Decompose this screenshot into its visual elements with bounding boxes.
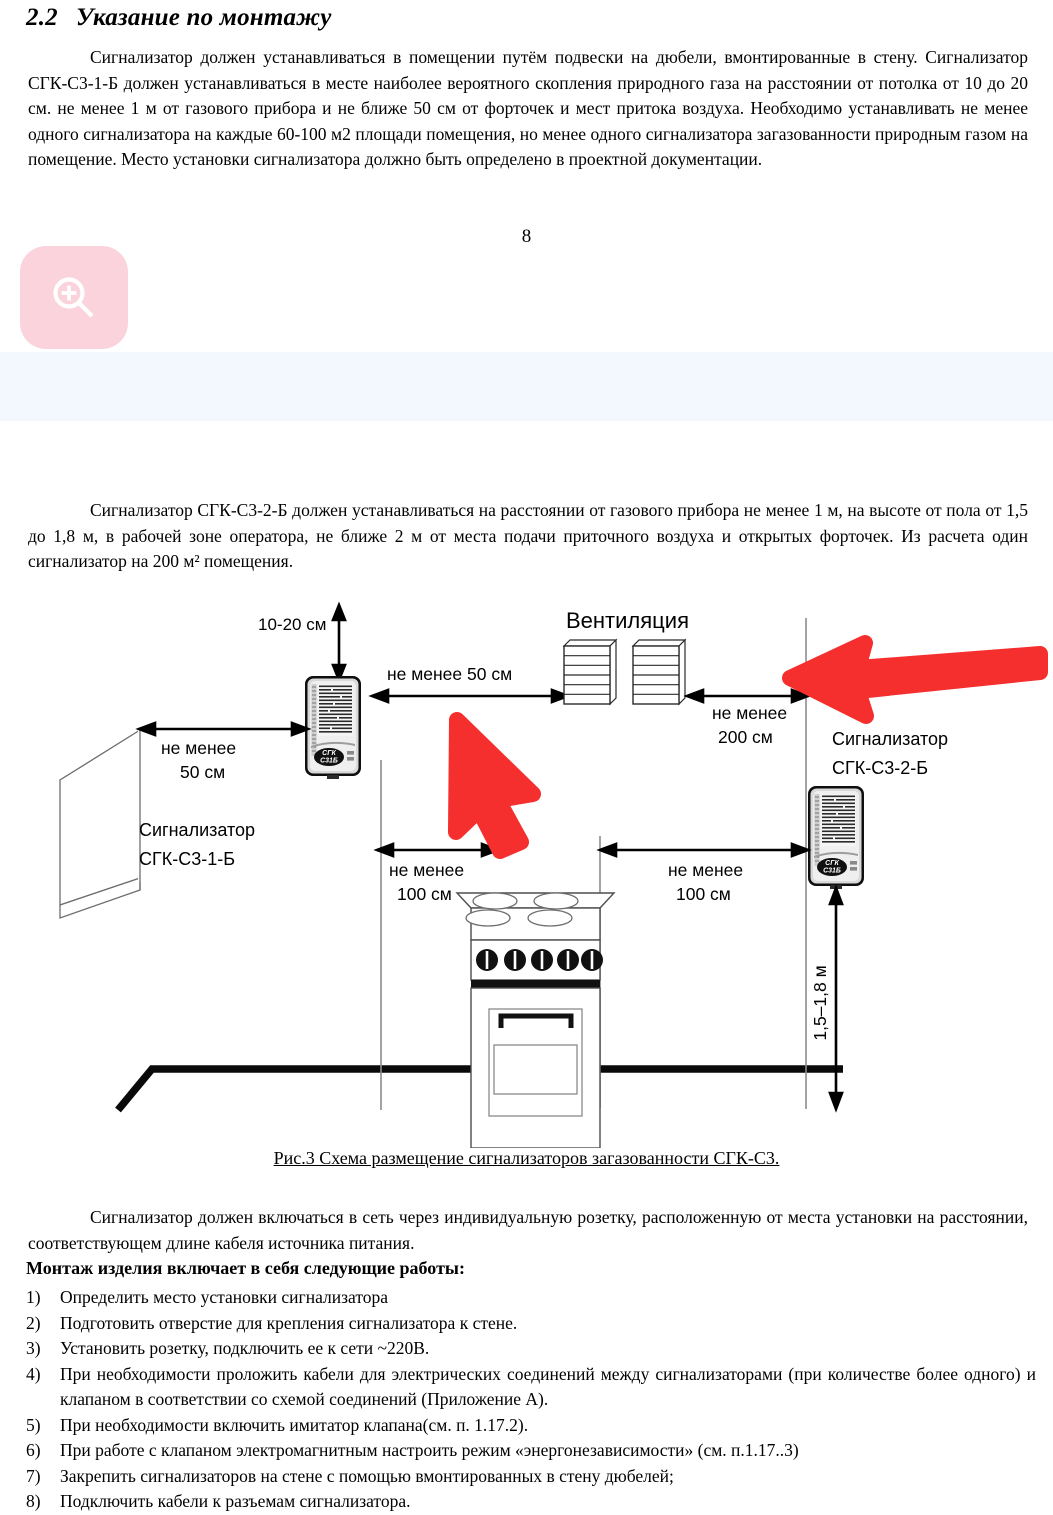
- list-item: 2) Подготовить отверстие для крепления с…: [26, 1311, 1036, 1337]
- zoom-in-button[interactable]: [20, 246, 128, 349]
- figure-placement-diagram: СГК С31Б: [0, 588, 1053, 1148]
- section-title-text: Указание по монтажу: [76, 4, 332, 31]
- paragraph-device2-placement: Сигнализатор СГК-С3-2-Б должен устанавли…: [28, 500, 1028, 571]
- list-item-text: Установить розетку, подключить ее к сети…: [60, 1338, 430, 1358]
- label-vent-to-wall-line1: не менее: [712, 703, 787, 723]
- magnifier-plus-icon: [48, 272, 100, 324]
- label-stove-right-line2: 100 см: [676, 884, 731, 904]
- label-floor-height: 1,5–1,8 м: [810, 965, 830, 1040]
- label-stove-right-line1: не менее: [668, 860, 743, 880]
- wall-window-panel: [59, 728, 143, 919]
- label-window-to-device1-line2: 50 см: [180, 762, 225, 782]
- list-item-marker: 4): [26, 1363, 41, 1384]
- list-item: 5) При необходимости включить имитатор к…: [26, 1413, 1036, 1439]
- list-item-marker: 6): [26, 1440, 41, 1460]
- ventilation-grille-left: [563, 639, 617, 705]
- list-item-text: При работе с клапаном электромагнитным н…: [60, 1440, 799, 1460]
- installation-steps-list: 1) Определить место установки сигнализат…: [26, 1285, 1036, 1515]
- dim-ceiling-gap: [331, 601, 347, 684]
- pointer-arrow-right-wall: [782, 635, 1048, 724]
- paragraph-installation-instructions: Сигнализатор должен устанавливаться в по…: [28, 47, 1028, 169]
- figure-caption-text: Рис.3 Схема размещение сигнализаторов за…: [273, 1148, 780, 1168]
- figure-caption: Рис.3 Схема размещение сигнализаторов за…: [0, 1148, 1053, 1169]
- label-device1-to-vent: не менее 50 см: [387, 664, 512, 684]
- dim-floor-height: [828, 884, 844, 1113]
- dim-device1-to-vent: [368, 688, 572, 704]
- list-item-text: Закрепить сигнализаторов на стене с помо…: [60, 1465, 674, 1486]
- list-item-marker: 2): [26, 1312, 41, 1333]
- list-item: 3) Установить розетку, подключить ее к с…: [26, 1336, 1036, 1362]
- section-number: 2.2: [26, 4, 58, 31]
- label-device1-name-line2: СГК-С3-1-Б: [139, 849, 235, 869]
- highlight-banner: [0, 352, 1053, 421]
- page-number: 8: [521, 226, 532, 247]
- list-item-marker: 3): [26, 1338, 41, 1358]
- list-item-marker: 5): [26, 1414, 41, 1435]
- label-vent-to-wall-line2: 200 см: [718, 727, 773, 747]
- detector-sgk-s3-1-b: [304, 675, 362, 780]
- label-device2-name-line1: Сигнализатор: [832, 729, 948, 749]
- gas-stove: [455, 892, 616, 1148]
- list-item-marker: 8): [26, 1491, 41, 1511]
- list-item: 8) Подключить кабели к разъемам сигнализ…: [26, 1489, 1036, 1515]
- list-item: 4) При необходимости проложить кабели дл…: [26, 1362, 1036, 1413]
- list-item-text: Определить место установки сигнализатора: [60, 1287, 389, 1307]
- ventilation-grille-right: [632, 639, 686, 705]
- list-heading: Монтаж изделия включает в себя следующие…: [26, 1258, 465, 1278]
- label-stove-left-line2: 100 см: [397, 884, 452, 904]
- list-item-marker: 7): [26, 1465, 41, 1486]
- pointer-arrow-left-device: [448, 712, 541, 859]
- paragraph-socket-requirement: Сигнализатор должен включаться в сеть че…: [28, 1207, 1028, 1253]
- detector-sgk-s3-2-b: [807, 785, 865, 890]
- list-item: 6) При работе с клапаном электромагнитны…: [26, 1438, 1036, 1464]
- dim-vent-to-wall: [683, 688, 812, 704]
- section-heading: 2.2 Указание по монтажу: [26, 4, 1026, 32]
- list-item-text: При необходимости включить имитатор клап…: [60, 1414, 529, 1435]
- label-window-to-device1-line1: не менее: [161, 738, 236, 758]
- list-item: 1) Определить место установки сигнализат…: [26, 1285, 1036, 1311]
- list-item-marker: 1): [26, 1287, 41, 1307]
- list-item: 7) Закрепить сигнализаторов на стене с п…: [26, 1464, 1036, 1490]
- label-ceiling-gap: 10-20 см: [258, 615, 326, 634]
- label-device2-name-line2: СГК-С3-2-Б: [832, 758, 928, 778]
- dim-stove-right: [596, 842, 812, 858]
- label-device1-name-line1: Сигнализатор: [139, 820, 255, 840]
- list-item-text: Подключить кабели к разъемам сигнализато…: [60, 1491, 411, 1511]
- dim-stove-left: [373, 842, 502, 858]
- list-item-text: При необходимости проложить кабели для э…: [60, 1363, 1036, 1410]
- label-stove-left-line1: не менее: [389, 860, 464, 880]
- label-ventilation: Вентиляция: [566, 608, 689, 633]
- dim-window-to-device1: [135, 721, 312, 737]
- list-item-text: Подготовить отверстие для крепления сигн…: [60, 1312, 518, 1333]
